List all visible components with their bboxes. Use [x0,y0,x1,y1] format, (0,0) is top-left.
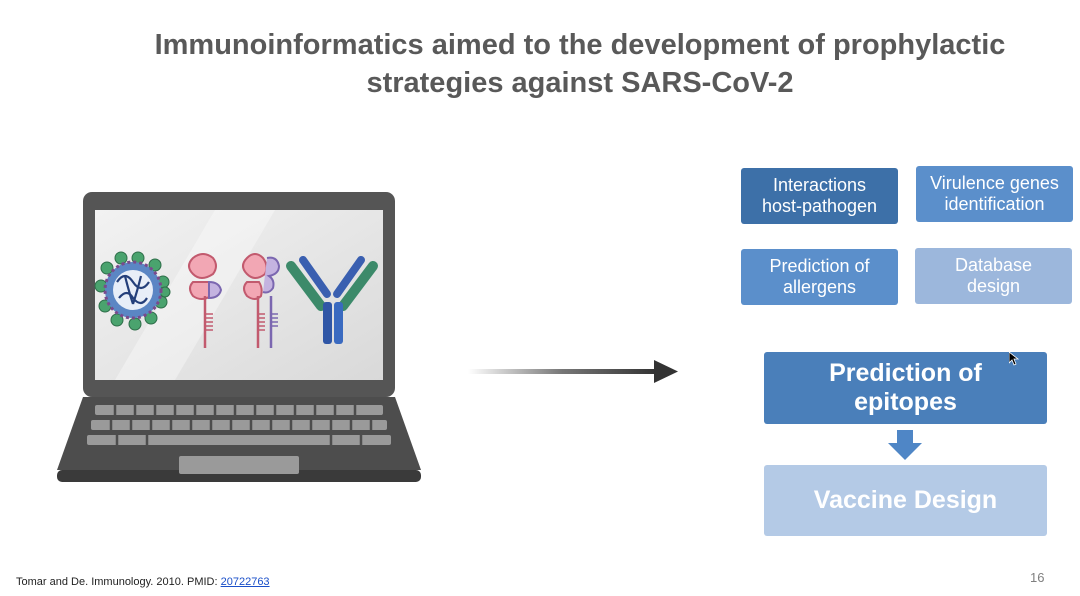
title-line-2: strategies against SARS-CoV-2 [366,67,794,99]
box-line: Database [954,255,1033,275]
antibody-icon [286,256,378,344]
box-prediction-epitopes: Prediction of epitopes [764,352,1047,424]
arrow-right-icon [468,360,678,383]
box-line: Prediction of [769,256,870,276]
box-line: allergens [782,277,857,297]
pmid-link[interactable]: 20722763 [220,576,270,588]
slide-title: Immunoinformatics aimed to the developme… [100,26,1060,102]
mouse-cursor-icon [1009,352,1019,366]
box-interactions-host-pathogen: Interactions host-pathogen [741,168,898,224]
arrow-down-icon [888,430,922,460]
box-line: Prediction of [829,359,982,387]
box-line: epitopes [854,388,957,416]
laptop-illustration [57,192,421,482]
page-number: 16 [1030,570,1045,585]
box-virulence-genes: Virulence genes identification [916,166,1073,222]
box-line: design [966,276,1021,296]
receptor-icon [242,253,281,348]
receptor-icon [188,253,223,348]
citation: Tomar and De. Immunology. 2010. PMID: 20… [16,576,270,588]
title-line-1: Immunoinformatics aimed to the developme… [154,29,1006,61]
box-prediction-allergens: Prediction of allergens [741,249,898,305]
citation-text: Tomar and De. Immunology. 2010. PMID: [16,576,221,588]
box-line: Interactions [772,175,867,195]
box-database-design: Database design [915,248,1072,304]
box-line: Virulence genes [930,173,1059,193]
box-line: identification [944,194,1045,214]
box-line: host-pathogen [761,196,878,216]
virus-icon [94,251,171,331]
box-vaccine-design: Vaccine Design [764,465,1047,536]
box-line: Vaccine Design [813,486,998,514]
